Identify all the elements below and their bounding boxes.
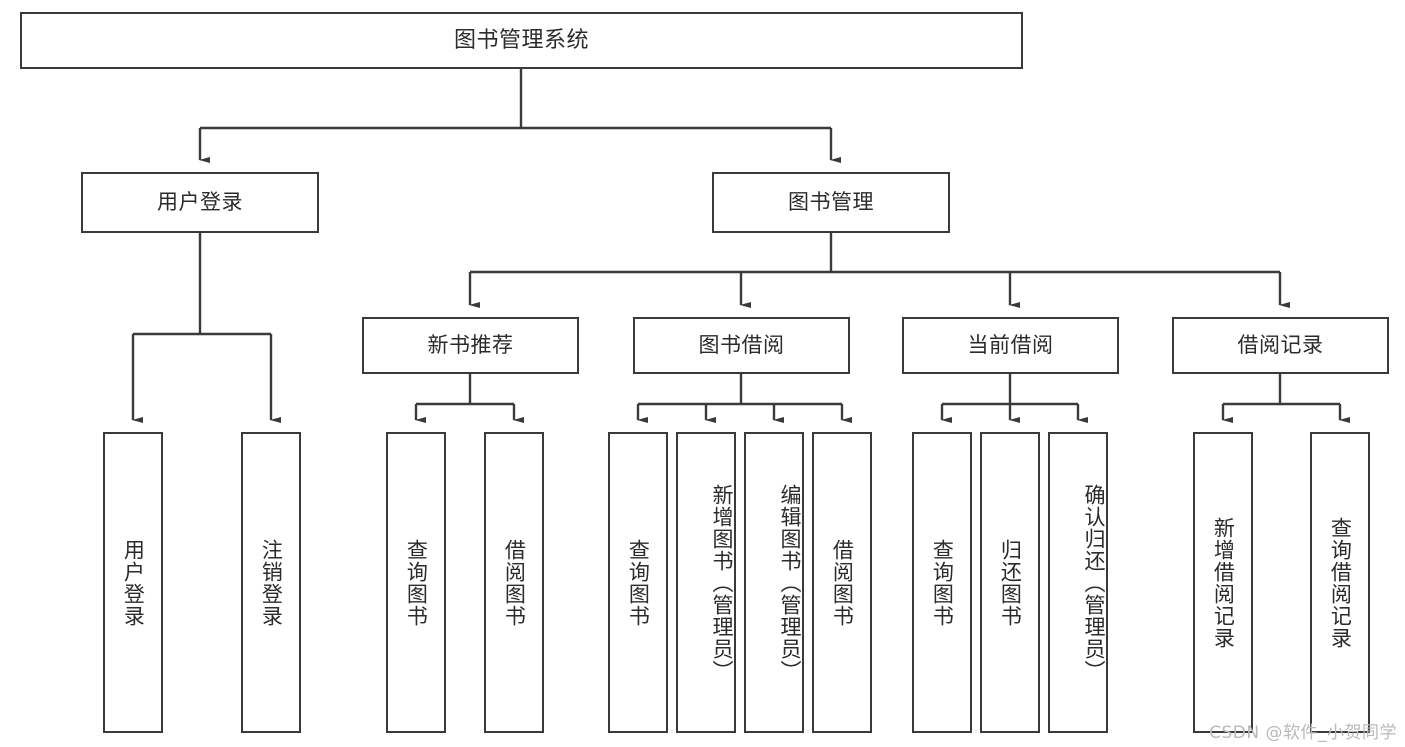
node-book-borrow[interactable]: 图书借阅 [633, 317, 850, 374]
node-leaf-add-record[interactable]: 新增借阅记录 [1193, 432, 1253, 733]
node-leaf-query-book-1[interactable]: 查询图书 [386, 432, 446, 733]
node-label: 借阅图书 [830, 538, 855, 627]
node-root[interactable]: 图书管理系统 [20, 12, 1023, 69]
node-label: 新增图书（管理员） [710, 483, 734, 682]
node-label: 查询借阅记录 [1328, 516, 1353, 649]
node-leaf-borrow-book-2[interactable]: 借阅图书 [812, 432, 872, 733]
node-leaf-query-book-2[interactable]: 查询图书 [608, 432, 668, 733]
node-label: 编辑图书（管理员） [778, 483, 802, 682]
node-leaf-add-book[interactable]: 新增图书（管理员） [676, 432, 736, 733]
node-label: 用户登录 [121, 538, 146, 627]
node-new-book-recommend[interactable]: 新书推荐 [362, 317, 579, 374]
node-label: 新增借阅记录 [1211, 516, 1236, 649]
node-leaf-logout[interactable]: 注销登录 [241, 432, 301, 733]
node-user-login[interactable]: 用户登录 [81, 172, 319, 233]
node-leaf-confirm-return[interactable]: 确认归还（管理员） [1048, 432, 1108, 733]
node-book-manage[interactable]: 图书管理 [712, 172, 950, 233]
node-label: 确认归还（管理员） [1082, 483, 1106, 682]
node-leaf-query-record[interactable]: 查询借阅记录 [1310, 432, 1370, 733]
node-leaf-query-book-3[interactable]: 查询图书 [912, 432, 972, 733]
node-leaf-edit-book[interactable]: 编辑图书（管理员） [744, 432, 804, 733]
node-leaf-user-login[interactable]: 用户登录 [103, 432, 163, 733]
node-label: 查询图书 [404, 538, 429, 627]
node-current-borrow[interactable]: 当前借阅 [902, 317, 1119, 374]
node-label: 查询图书 [930, 538, 955, 627]
node-leaf-borrow-book-1[interactable]: 借阅图书 [484, 432, 544, 733]
node-label: 归还图书 [998, 538, 1023, 627]
node-label: 查询图书 [626, 538, 651, 627]
node-borrow-record[interactable]: 借阅记录 [1172, 317, 1389, 374]
node-leaf-return-book[interactable]: 归还图书 [980, 432, 1040, 733]
watermark-text: CSDN @软件_小贺同学 [1209, 723, 1397, 743]
node-label: 注销登录 [259, 538, 284, 627]
node-label: 借阅图书 [502, 538, 527, 627]
